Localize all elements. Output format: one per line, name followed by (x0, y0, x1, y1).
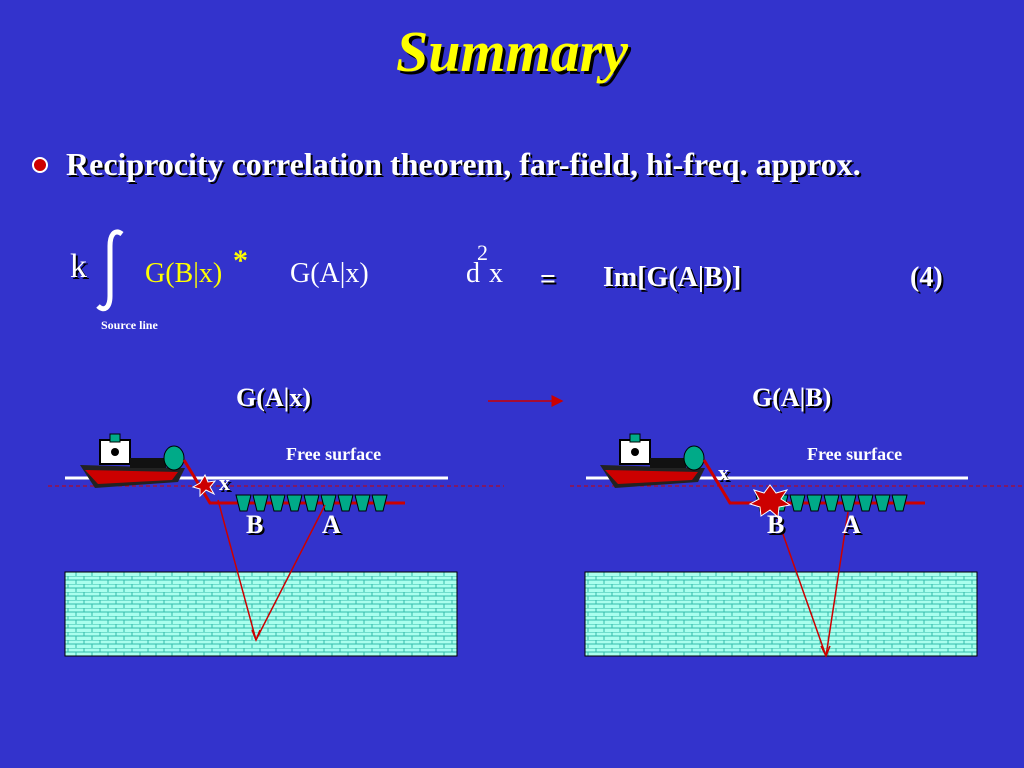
right-panel (570, 433, 1024, 658)
page-title: Summary (395, 19, 629, 84)
source-x-label: x (718, 460, 729, 485)
left-panel-title: G(A|x) (236, 383, 312, 412)
equation-equals: = (540, 264, 556, 295)
virtual-source-burst-icon (748, 484, 792, 519)
equation-conjugate-star: * (233, 244, 248, 277)
point-b-label: B (767, 510, 785, 539)
bullet-icon (32, 157, 48, 173)
receiver-array (235, 494, 388, 512)
point-a-label: A (842, 510, 861, 539)
reflector-layer (64, 571, 458, 657)
equation-exponent: 2 (477, 240, 488, 265)
equation-im-g-ab: Im[G(A|B)] (603, 262, 742, 293)
bullet-text: Reciprocity correlation theorem, far-fie… (66, 146, 861, 182)
point-a-label: A (322, 510, 341, 539)
free-surface-label: Free surface (286, 444, 382, 464)
right-panel-title: G(A|B) (752, 383, 832, 412)
free-surface-label: Free surface (807, 444, 903, 464)
equation-d: d (466, 258, 480, 289)
equation-k: k (70, 248, 87, 285)
integral-subscript: Source line (101, 318, 158, 332)
integral-icon (96, 229, 124, 312)
left-panel (48, 433, 504, 657)
equation-g-ax: G(A|x) (290, 258, 369, 289)
point-b-label: B (246, 510, 264, 539)
boat-icon (600, 433, 705, 488)
equation-number: (4) (910, 262, 943, 293)
source-x-label: x (219, 470, 230, 495)
equation-x: x (489, 258, 503, 289)
reflector-layer (584, 571, 978, 657)
equation-g-bx: G(B|x) (145, 258, 223, 289)
source-burst-icon (191, 473, 217, 498)
boat-icon (80, 433, 185, 488)
